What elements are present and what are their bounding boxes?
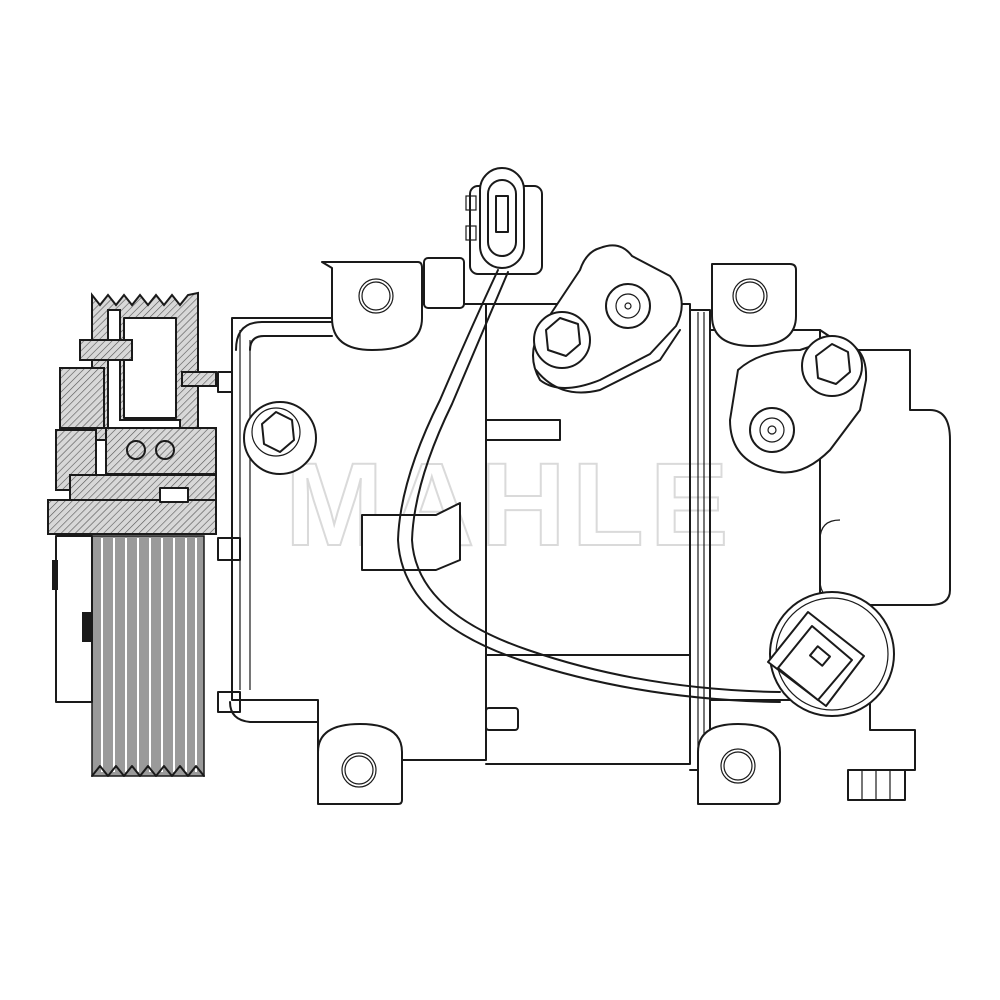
mounting-ear-top-right xyxy=(711,263,797,347)
service-port-left xyxy=(532,244,683,394)
pulley-grooves xyxy=(101,538,197,772)
pulley xyxy=(47,291,217,777)
service-port-right xyxy=(729,335,868,474)
mounting-ear-bottom-right xyxy=(697,723,781,805)
wire-harness xyxy=(397,269,781,703)
control-valve-connector xyxy=(767,591,895,717)
mounting-ear-bottom-left xyxy=(317,723,403,805)
top-electrical-connector xyxy=(465,167,543,275)
mounting-ear-top-left xyxy=(321,257,465,351)
front-hex-bolt xyxy=(243,401,317,475)
